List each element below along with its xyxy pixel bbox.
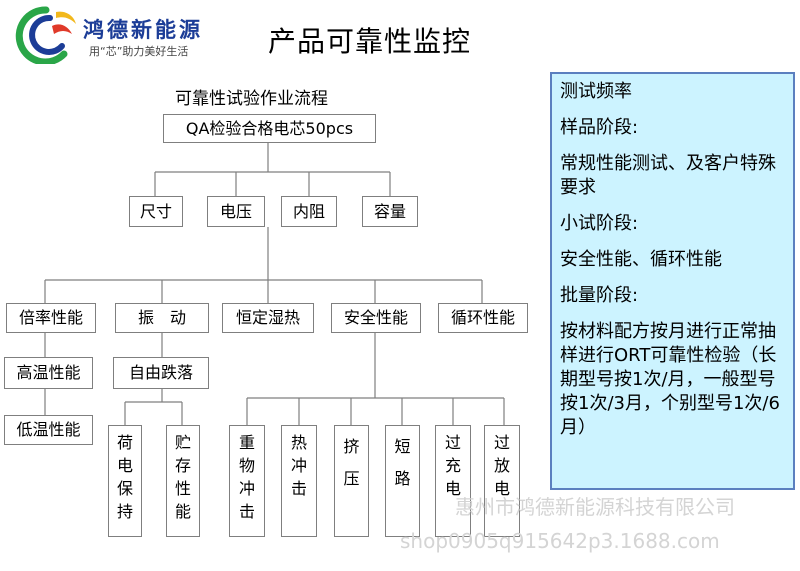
node-vibration: 振 动	[115, 303, 209, 333]
node-charge-retention: 荷电保持	[108, 425, 142, 537]
panel-batch-stage-label: 批量阶段:	[560, 285, 639, 306]
node-rate-performance: 倍率性能	[6, 303, 96, 333]
flow-title: 可靠性试验作业流程	[175, 89, 328, 109]
node-resistance: 内阻	[281, 196, 337, 227]
node-voltage: 电压	[207, 196, 265, 227]
node-overdischarge-label: 过放电	[493, 433, 510, 498]
page-title: 产品可靠性监控	[268, 25, 472, 58]
node-heavy-impact: 重物冲击	[229, 425, 265, 537]
node-charge-retention-label: 荷电保持	[116, 433, 133, 521]
company-logo	[6, 4, 86, 66]
node-thermal-shock-label: 热冲击	[290, 433, 307, 498]
watermark-shop-url: shop0905q915642p3.1688.com	[400, 529, 720, 553]
node-short-circuit-label: 短路	[394, 437, 411, 488]
panel-pilot-stage-text: 安全性能、循环性能	[560, 249, 722, 270]
logo-swoosh-icon	[15, 6, 76, 66]
company-slogan: 用“芯”助力美好生活	[89, 45, 189, 58]
node-safety: 安全性能	[331, 303, 421, 333]
node-short-circuit: 短路	[385, 425, 420, 537]
node-overcharge: 过充电	[435, 425, 471, 537]
node-overcharge-label: 过充电	[444, 433, 461, 498]
node-free-drop: 自由跌落	[113, 357, 209, 389]
node-storage: 贮存性能	[166, 425, 200, 537]
watermark-company: 惠州市鸿德新能源科技有限公司	[455, 495, 735, 519]
node-cycle: 循环性能	[438, 303, 528, 333]
node-overdischarge: 过放电	[484, 425, 520, 537]
node-size: 尺寸	[129, 196, 183, 227]
root-node: QA检验合格电芯50pcs	[163, 114, 376, 143]
node-high-temp: 高温性能	[4, 357, 93, 389]
panel-heading: 测试频率	[560, 81, 632, 102]
panel-pilot-stage-label: 小试阶段:	[560, 213, 639, 234]
node-low-temp: 低温性能	[4, 415, 93, 445]
node-heavy-impact-label: 重物冲击	[238, 433, 255, 521]
node-capacity: 容量	[362, 196, 418, 227]
node-crush: 挤压	[334, 425, 369, 537]
panel-sample-stage-text: 常规性能测试、及客户特殊要求	[560, 153, 776, 198]
node-crush-label: 挤压	[343, 437, 360, 488]
node-damp-heat: 恒定湿热	[222, 303, 314, 333]
company-name: 鸿德新能源	[83, 18, 203, 42]
panel-batch-stage-text: 按材料配方按月进行正常抽样进行ORT可靠性检验（长期型号按1次/月，一般型号按1…	[560, 321, 780, 438]
panel-sample-stage-label: 样品阶段:	[560, 117, 639, 138]
node-thermal-shock: 热冲击	[281, 425, 317, 537]
test-frequency-panel: 测试频率 样品阶段: 常规性能测试、及客户特殊要求 小试阶段: 安全性能、循环性…	[550, 72, 795, 490]
node-storage-label: 贮存性能	[174, 433, 191, 521]
